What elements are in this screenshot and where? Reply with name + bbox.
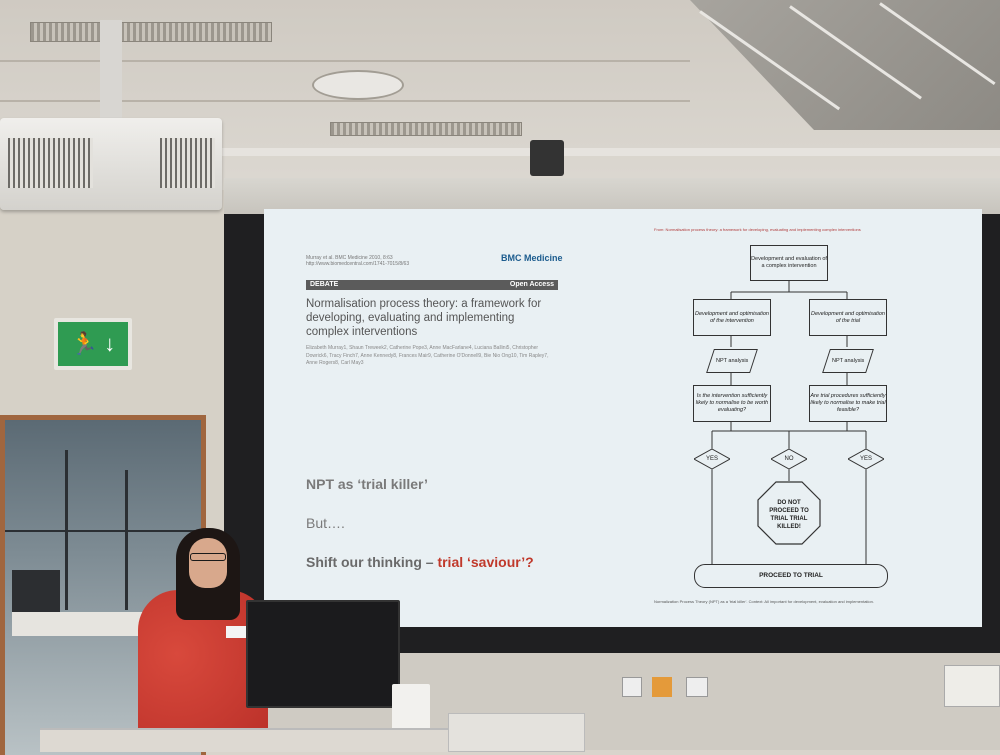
journal-name: BMC Medicine (501, 253, 563, 263)
flow-npt-analysis-right-text: NPT analysis (831, 358, 865, 364)
camera-mount (530, 140, 564, 176)
projector (0, 118, 222, 210)
door-frame-line (125, 470, 128, 610)
side-table (12, 612, 152, 636)
flow-decision-yes-left: YES (694, 449, 730, 469)
flow-box-optimise-intervention: Development and optimisation of the inte… (693, 299, 771, 336)
flow-box-optimise-trial: Development and optimisation of the tria… (809, 299, 887, 336)
slide-line-trial-killer: NPT as ‘trial killer’ (306, 476, 428, 492)
paper-title: Normalisation process theory: a framewor… (306, 298, 542, 338)
ceiling-speaker (312, 70, 404, 100)
flow-stop-octagon: DO NOT PROCEED TO TRIAL TRIAL KILLED! (757, 481, 821, 545)
lectern (448, 713, 585, 752)
section-bar: DEBATE Open Access (306, 280, 558, 290)
flow-decision-no-text: NO (784, 456, 794, 462)
flow-question-trial: Are trial procedures sufficiently likely… (809, 385, 887, 422)
flowchart-connectors (711, 280, 867, 564)
wall-socket (622, 677, 642, 697)
desk-monitor (246, 600, 400, 708)
flow-decision-yes-left-text: YES (705, 456, 718, 462)
slide-line-shift-highlight: trial ‘saviour’? (437, 554, 534, 570)
flowchart-caption-bottom: Normalization Process Theory (NPT) as a … (654, 599, 874, 604)
flow-npt-analysis-right: NPT analysis (822, 349, 874, 373)
skylight (690, 0, 1000, 130)
presentation-slide: Murray et al. BMC Medicine 2010, 8:63 ht… (264, 209, 982, 627)
projector-mount (100, 20, 122, 120)
slide-left-panel: Murray et al. BMC Medicine 2010, 8:63 ht… (264, 209, 684, 627)
ceiling-vent (30, 22, 272, 42)
open-access-label: Open Access (509, 281, 554, 288)
flow-stop-text: DO NOT PROCEED TO TRIAL TRIAL KILLED! (769, 500, 809, 530)
slide-line-but: But…. (306, 515, 345, 531)
presenter-glasses (190, 553, 226, 561)
projector-vent (160, 138, 215, 188)
exit-sign: 🏃 ↓ (54, 318, 132, 370)
paper-meta: Murray et al. BMC Medicine 2010, 8:63 ht… (306, 255, 410, 267)
flowchart-caption-top: From: Normalisation process theory: a fr… (654, 227, 861, 232)
exit-sign-glyphs: 🏃 ↓ (70, 331, 116, 356)
paper-authors: Elizabeth Murray1, Shaun Treweek2, Cathe… (306, 345, 549, 366)
ceiling-seam (0, 60, 690, 62)
lectern-desk (40, 728, 460, 752)
ceiling-seam (0, 100, 690, 102)
projector-vent (8, 138, 93, 188)
flow-proceed-to-trial: PROCEED TO TRIAL (694, 564, 888, 588)
wall-switch-orange (652, 677, 672, 697)
flow-decision-no: NO (771, 449, 807, 469)
wall-socket (686, 677, 708, 697)
name-badge (226, 626, 248, 638)
flow-question-intervention: Is the intervention sufficiently likely … (693, 385, 771, 422)
flow-npt-analysis-left-text: NPT analysis (715, 358, 749, 364)
flow-box-complex-intervention: Development and evaluation of a complex … (750, 245, 828, 281)
flow-decision-yes-right: YES (848, 449, 884, 469)
ceiling-rail (220, 148, 1000, 156)
flow-decision-yes-right-text: YES (859, 456, 872, 462)
ceiling-vent (330, 122, 522, 136)
presenter-face (189, 538, 227, 588)
projection-screen-housing (224, 178, 1000, 214)
section-label: DEBATE (310, 281, 339, 288)
wall-notice (944, 665, 1000, 707)
flow-npt-analysis-left: NPT analysis (706, 349, 758, 373)
door-frame-line (5, 530, 195, 532)
slide-line-shift-prefix: Shift our thinking – (306, 554, 438, 570)
slide-line-shift: Shift our thinking – trial ‘saviour’? (306, 554, 534, 570)
